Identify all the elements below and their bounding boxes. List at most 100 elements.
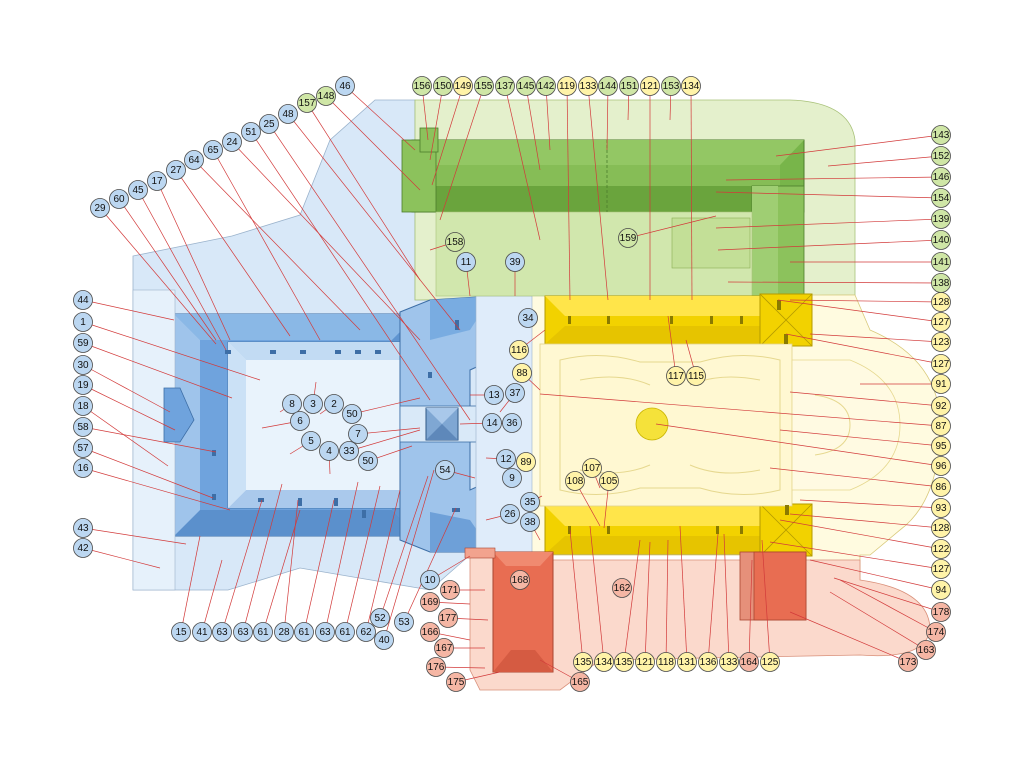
- label-marker: 119: [557, 76, 577, 96]
- leader-line: [777, 299, 942, 323]
- label-circle: [619, 76, 639, 96]
- label-number: 145: [518, 81, 535, 92]
- label-circle: [594, 652, 614, 672]
- label-marker: 91: [931, 374, 951, 394]
- label-marker: 53: [394, 612, 414, 632]
- label-marker: 176: [426, 657, 446, 677]
- leader-line: [769, 467, 942, 488]
- label-marker: 178: [931, 602, 951, 622]
- label-circle: [931, 312, 951, 332]
- label-number: 46: [339, 81, 351, 92]
- label-marker: 156: [412, 76, 432, 96]
- label-marker: 163: [916, 640, 936, 660]
- label-circle: [686, 366, 706, 386]
- label-circle: [599, 471, 619, 491]
- label-number: 62: [360, 627, 372, 638]
- label-circle: [222, 132, 242, 152]
- leader-line: [324, 481, 359, 633]
- label-marker: 121: [640, 76, 660, 96]
- label-number: 171: [442, 585, 459, 596]
- label-number: 118: [658, 657, 674, 668]
- label-circle: [719, 652, 739, 672]
- label-marker: 12: [496, 449, 516, 469]
- label-number: 27: [170, 165, 182, 176]
- label-marker: 173: [898, 652, 918, 672]
- label-circle: [931, 396, 951, 416]
- label-circle: [931, 230, 951, 250]
- label-number: 121: [642, 81, 659, 92]
- label-number: 123: [933, 337, 950, 348]
- label-marker: 8: [282, 394, 302, 414]
- leader-line: [655, 423, 942, 467]
- label-marker: 164: [739, 652, 759, 672]
- label-number: 30: [77, 360, 89, 371]
- label-marker: 151: [619, 76, 639, 96]
- label-number: 169: [422, 597, 439, 608]
- label-marker: 152: [931, 146, 951, 166]
- label-circle: [931, 209, 951, 229]
- label-marker: 108: [565, 471, 585, 491]
- label-number: 37: [509, 388, 521, 399]
- label-marker: 40: [374, 630, 394, 650]
- label-number: 65: [207, 145, 219, 156]
- label-marker: 63: [212, 622, 232, 642]
- label-circle: [394, 612, 414, 632]
- label-marker: 18: [73, 396, 93, 416]
- label-circle: [582, 458, 602, 478]
- label-number: 33: [343, 446, 355, 457]
- label-number: 39: [509, 257, 521, 268]
- label-circle: [435, 460, 455, 480]
- label-circle: [171, 622, 191, 642]
- leader-line: [175, 169, 291, 337]
- label-number: 131: [679, 657, 696, 668]
- label-number: 155: [476, 81, 493, 92]
- leader-line: [439, 85, 485, 221]
- label-circle: [420, 622, 440, 642]
- label-marker: 2: [324, 394, 344, 414]
- label-number: 48: [282, 109, 294, 120]
- label-number: 16: [77, 463, 89, 474]
- label-circle: [931, 436, 951, 456]
- label-marker: 145: [516, 76, 536, 96]
- label-marker: 168: [510, 570, 530, 590]
- label-number: 156: [414, 81, 431, 92]
- label-marker: 92: [931, 396, 951, 416]
- label-number: 35: [524, 497, 536, 508]
- label-marker: 96: [931, 456, 951, 476]
- west-courtyard: [227, 341, 419, 509]
- label-number: 105: [601, 476, 618, 487]
- label-marker: 34: [518, 308, 538, 328]
- leader-line: [221, 499, 263, 633]
- label-circle: [502, 468, 522, 488]
- label-marker: 86: [931, 477, 951, 497]
- label-number: 95: [935, 441, 947, 452]
- leader-line: [268, 123, 471, 421]
- label-number: 5: [308, 436, 314, 447]
- leader-line: [99, 207, 217, 345]
- leader-line: [82, 364, 171, 413]
- label-marker: 94: [931, 580, 951, 600]
- label-circle: [496, 449, 516, 469]
- leader-line: [383, 469, 435, 641]
- label-circle: [73, 333, 93, 353]
- label-marker: 134: [681, 76, 701, 96]
- label-number: 54: [439, 465, 451, 476]
- label-marker: 65: [203, 140, 223, 160]
- label-number: 136: [700, 657, 717, 668]
- leader-line: [789, 611, 909, 663]
- label-circle: [233, 622, 253, 642]
- label-circle: [316, 86, 336, 106]
- label-marker: 87: [931, 416, 951, 436]
- label-marker: 45: [128, 180, 148, 200]
- leader-lines: [82, 85, 942, 683]
- label-number: 25: [263, 119, 275, 130]
- label-circle: [635, 652, 655, 672]
- label-marker: 41: [192, 622, 212, 642]
- label-marker: 11: [456, 252, 476, 272]
- label-number: 168: [512, 575, 529, 586]
- label-circle: [565, 471, 585, 491]
- label-marker: 61: [253, 622, 273, 642]
- label-marker: 35: [520, 492, 540, 512]
- label-marker: 4: [319, 441, 339, 461]
